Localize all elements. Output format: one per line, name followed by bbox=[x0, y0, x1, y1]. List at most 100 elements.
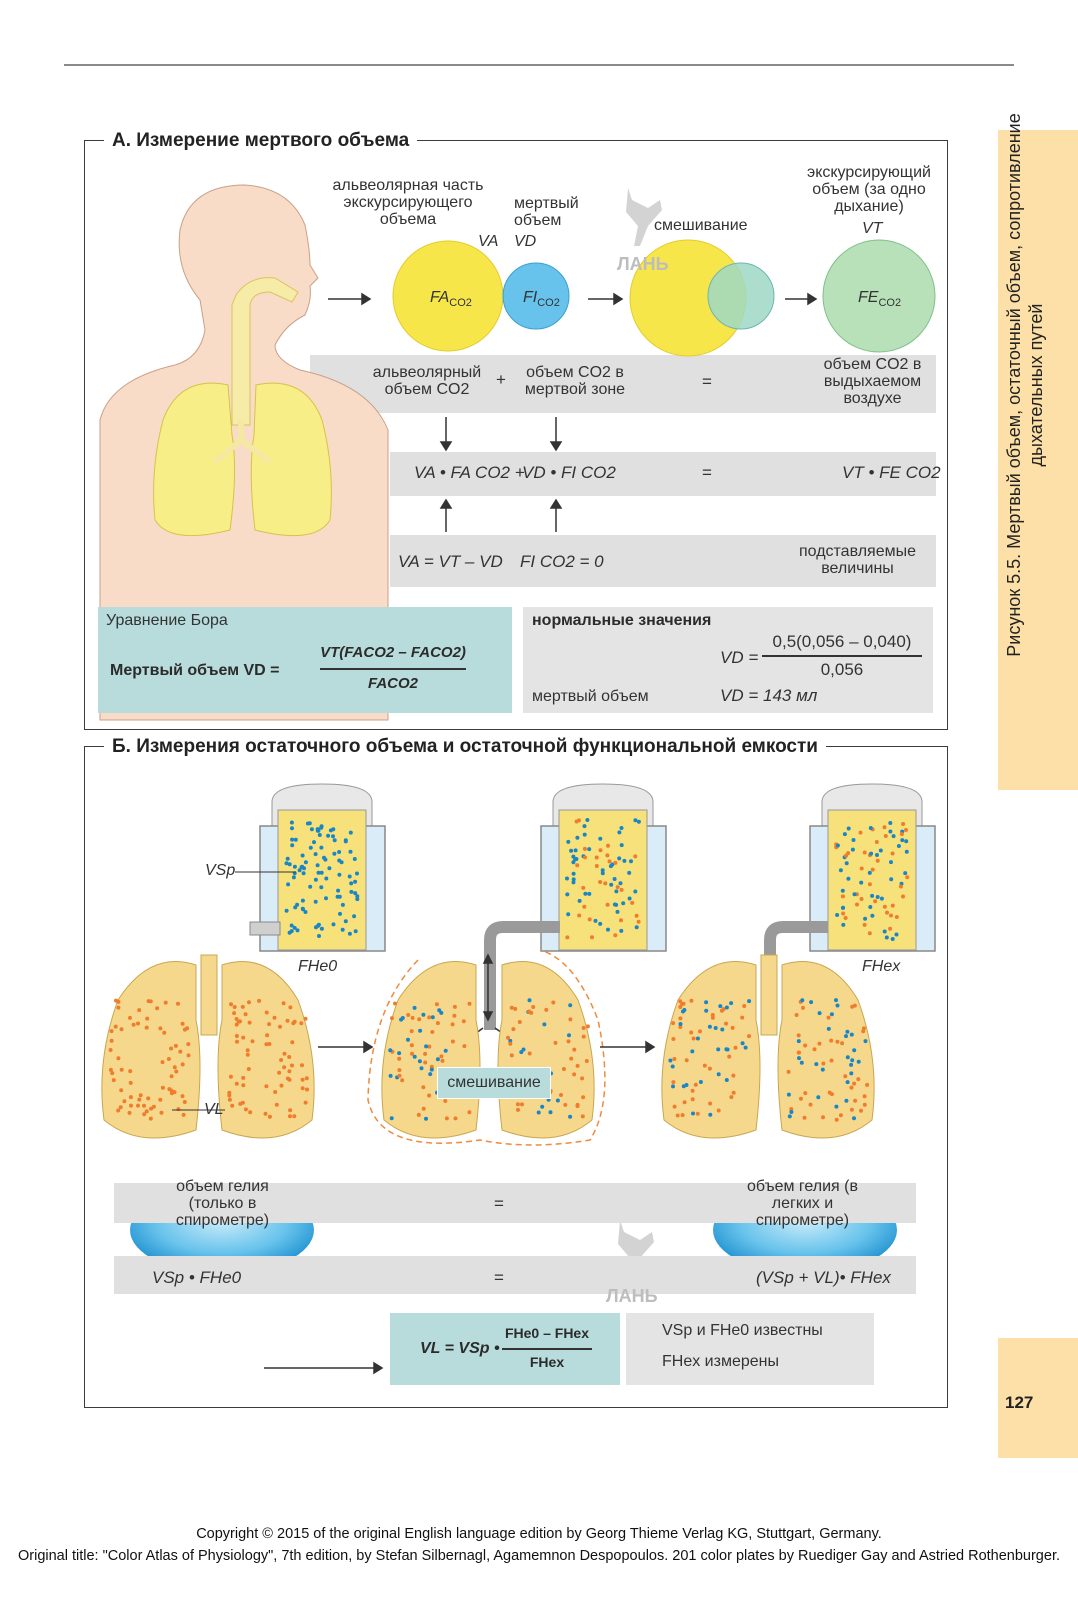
gas-dot bbox=[849, 1107, 854, 1112]
gas-dot bbox=[747, 1034, 751, 1039]
gas-dot bbox=[581, 885, 586, 890]
gas-dot bbox=[568, 1003, 573, 1008]
gas-dot bbox=[108, 1067, 113, 1072]
gas-dot bbox=[519, 1050, 524, 1055]
gas-dot bbox=[527, 1051, 532, 1056]
gas-dot bbox=[186, 1042, 191, 1047]
helium-dot bbox=[312, 840, 316, 845]
row3-mid: FI CO2 = 0 bbox=[520, 552, 604, 571]
gas-dot bbox=[566, 912, 571, 917]
bohr-label: Мертвый объем VD = bbox=[110, 662, 280, 679]
gas-dot bbox=[508, 1038, 513, 1043]
gas-dot bbox=[421, 1106, 426, 1111]
gas-dot bbox=[843, 916, 848, 920]
gas-dot bbox=[397, 1068, 402, 1073]
gas-dot bbox=[434, 1002, 439, 1007]
gas-dot bbox=[146, 1096, 151, 1101]
gas-dot bbox=[598, 848, 603, 853]
gas-dot bbox=[587, 847, 592, 852]
gas-dot bbox=[617, 856, 622, 861]
gas-dot bbox=[844, 1098, 849, 1103]
gas-dot bbox=[619, 928, 624, 933]
gas-dot bbox=[724, 1078, 729, 1082]
helium-dot bbox=[319, 885, 324, 890]
gas-dot bbox=[874, 840, 879, 844]
gas-dot bbox=[400, 1016, 405, 1020]
helium-dot bbox=[319, 845, 324, 850]
helium-dot bbox=[338, 911, 342, 916]
measured-text: FHex измерены bbox=[662, 1353, 779, 1370]
gas-dot bbox=[290, 1040, 295, 1045]
helium-dot bbox=[293, 837, 298, 842]
tidal-label: экскурсирующий объем (за одно дыхание) bbox=[807, 164, 931, 215]
gas-dot bbox=[844, 861, 849, 866]
gas-dot bbox=[452, 1013, 457, 1018]
gas-dot bbox=[163, 1000, 168, 1005]
helium-dot bbox=[315, 827, 320, 832]
gas-dot bbox=[241, 1075, 246, 1080]
gas-dot bbox=[889, 913, 893, 918]
helium-right: объем гелия (в легких и спирометре) bbox=[747, 1178, 858, 1229]
gas-dot bbox=[419, 1066, 424, 1071]
gas-dot bbox=[680, 1113, 685, 1118]
helium-dot bbox=[300, 906, 305, 911]
gas-dot bbox=[577, 898, 582, 903]
alveolar-label: альвеолярная часть экскурсирующего объем… bbox=[332, 177, 484, 228]
gas-dot bbox=[235, 1039, 239, 1044]
gas-dot bbox=[435, 1021, 440, 1026]
gas-dot bbox=[786, 1069, 791, 1074]
gas-dot bbox=[600, 868, 605, 873]
gas-dot bbox=[116, 999, 121, 1004]
gas-dot bbox=[279, 1083, 284, 1088]
gas-dot bbox=[670, 1064, 675, 1069]
panel-b-title: Б. Измерения остаточного объема и остато… bbox=[104, 736, 826, 758]
gas-dot bbox=[128, 1095, 133, 1100]
gas-dot bbox=[681, 1084, 686, 1089]
helium-dot bbox=[327, 866, 332, 871]
helium-dot bbox=[353, 891, 358, 896]
gas-dot bbox=[875, 895, 880, 899]
gas-dot bbox=[598, 836, 603, 841]
gas-dot bbox=[598, 921, 603, 926]
circle-dead-label: FICO2 bbox=[523, 289, 560, 310]
gas-dot bbox=[553, 1040, 558, 1045]
gas-dot bbox=[724, 1005, 729, 1010]
gas-dot bbox=[708, 1112, 713, 1117]
gas-dot bbox=[904, 839, 909, 844]
gas-dot bbox=[144, 1109, 149, 1114]
gas-dot bbox=[900, 838, 905, 843]
gas-dot bbox=[118, 1105, 123, 1110]
gas-dot bbox=[678, 1016, 683, 1021]
gas-dot bbox=[849, 1062, 854, 1067]
gas-dot bbox=[861, 1029, 866, 1034]
gas-dot bbox=[287, 1069, 292, 1074]
gas-dot bbox=[904, 849, 909, 854]
gas-dot bbox=[875, 853, 879, 857]
gas-dot bbox=[453, 1116, 458, 1121]
gas-dot bbox=[869, 851, 874, 856]
gas-dot bbox=[863, 916, 868, 921]
vl-label: VL bbox=[204, 1101, 224, 1118]
gas-dot bbox=[668, 1058, 673, 1063]
gas-dot bbox=[859, 1108, 863, 1113]
gas-dot bbox=[630, 900, 635, 905]
gas-dot bbox=[794, 1013, 799, 1017]
gas-dot bbox=[610, 862, 615, 867]
gas-dot bbox=[421, 1012, 426, 1017]
gas-dot bbox=[400, 1078, 405, 1083]
gas-dot bbox=[119, 1088, 124, 1093]
gas-dot bbox=[852, 1116, 856, 1121]
gas-dot bbox=[265, 1033, 270, 1038]
gas-dot bbox=[417, 1059, 422, 1064]
gas-dot bbox=[513, 1006, 518, 1011]
normal-denominator: 0,056 bbox=[820, 660, 864, 679]
gas-dot bbox=[229, 1002, 233, 1007]
gas-dot bbox=[234, 1022, 239, 1027]
gas-dot bbox=[702, 1063, 707, 1068]
gas-dot bbox=[248, 1110, 253, 1115]
gas-dot bbox=[108, 1048, 113, 1052]
helium-dot bbox=[314, 925, 318, 930]
gas-dot bbox=[821, 1115, 825, 1120]
gas-dot bbox=[721, 1007, 726, 1012]
gas-dot bbox=[838, 1113, 843, 1118]
